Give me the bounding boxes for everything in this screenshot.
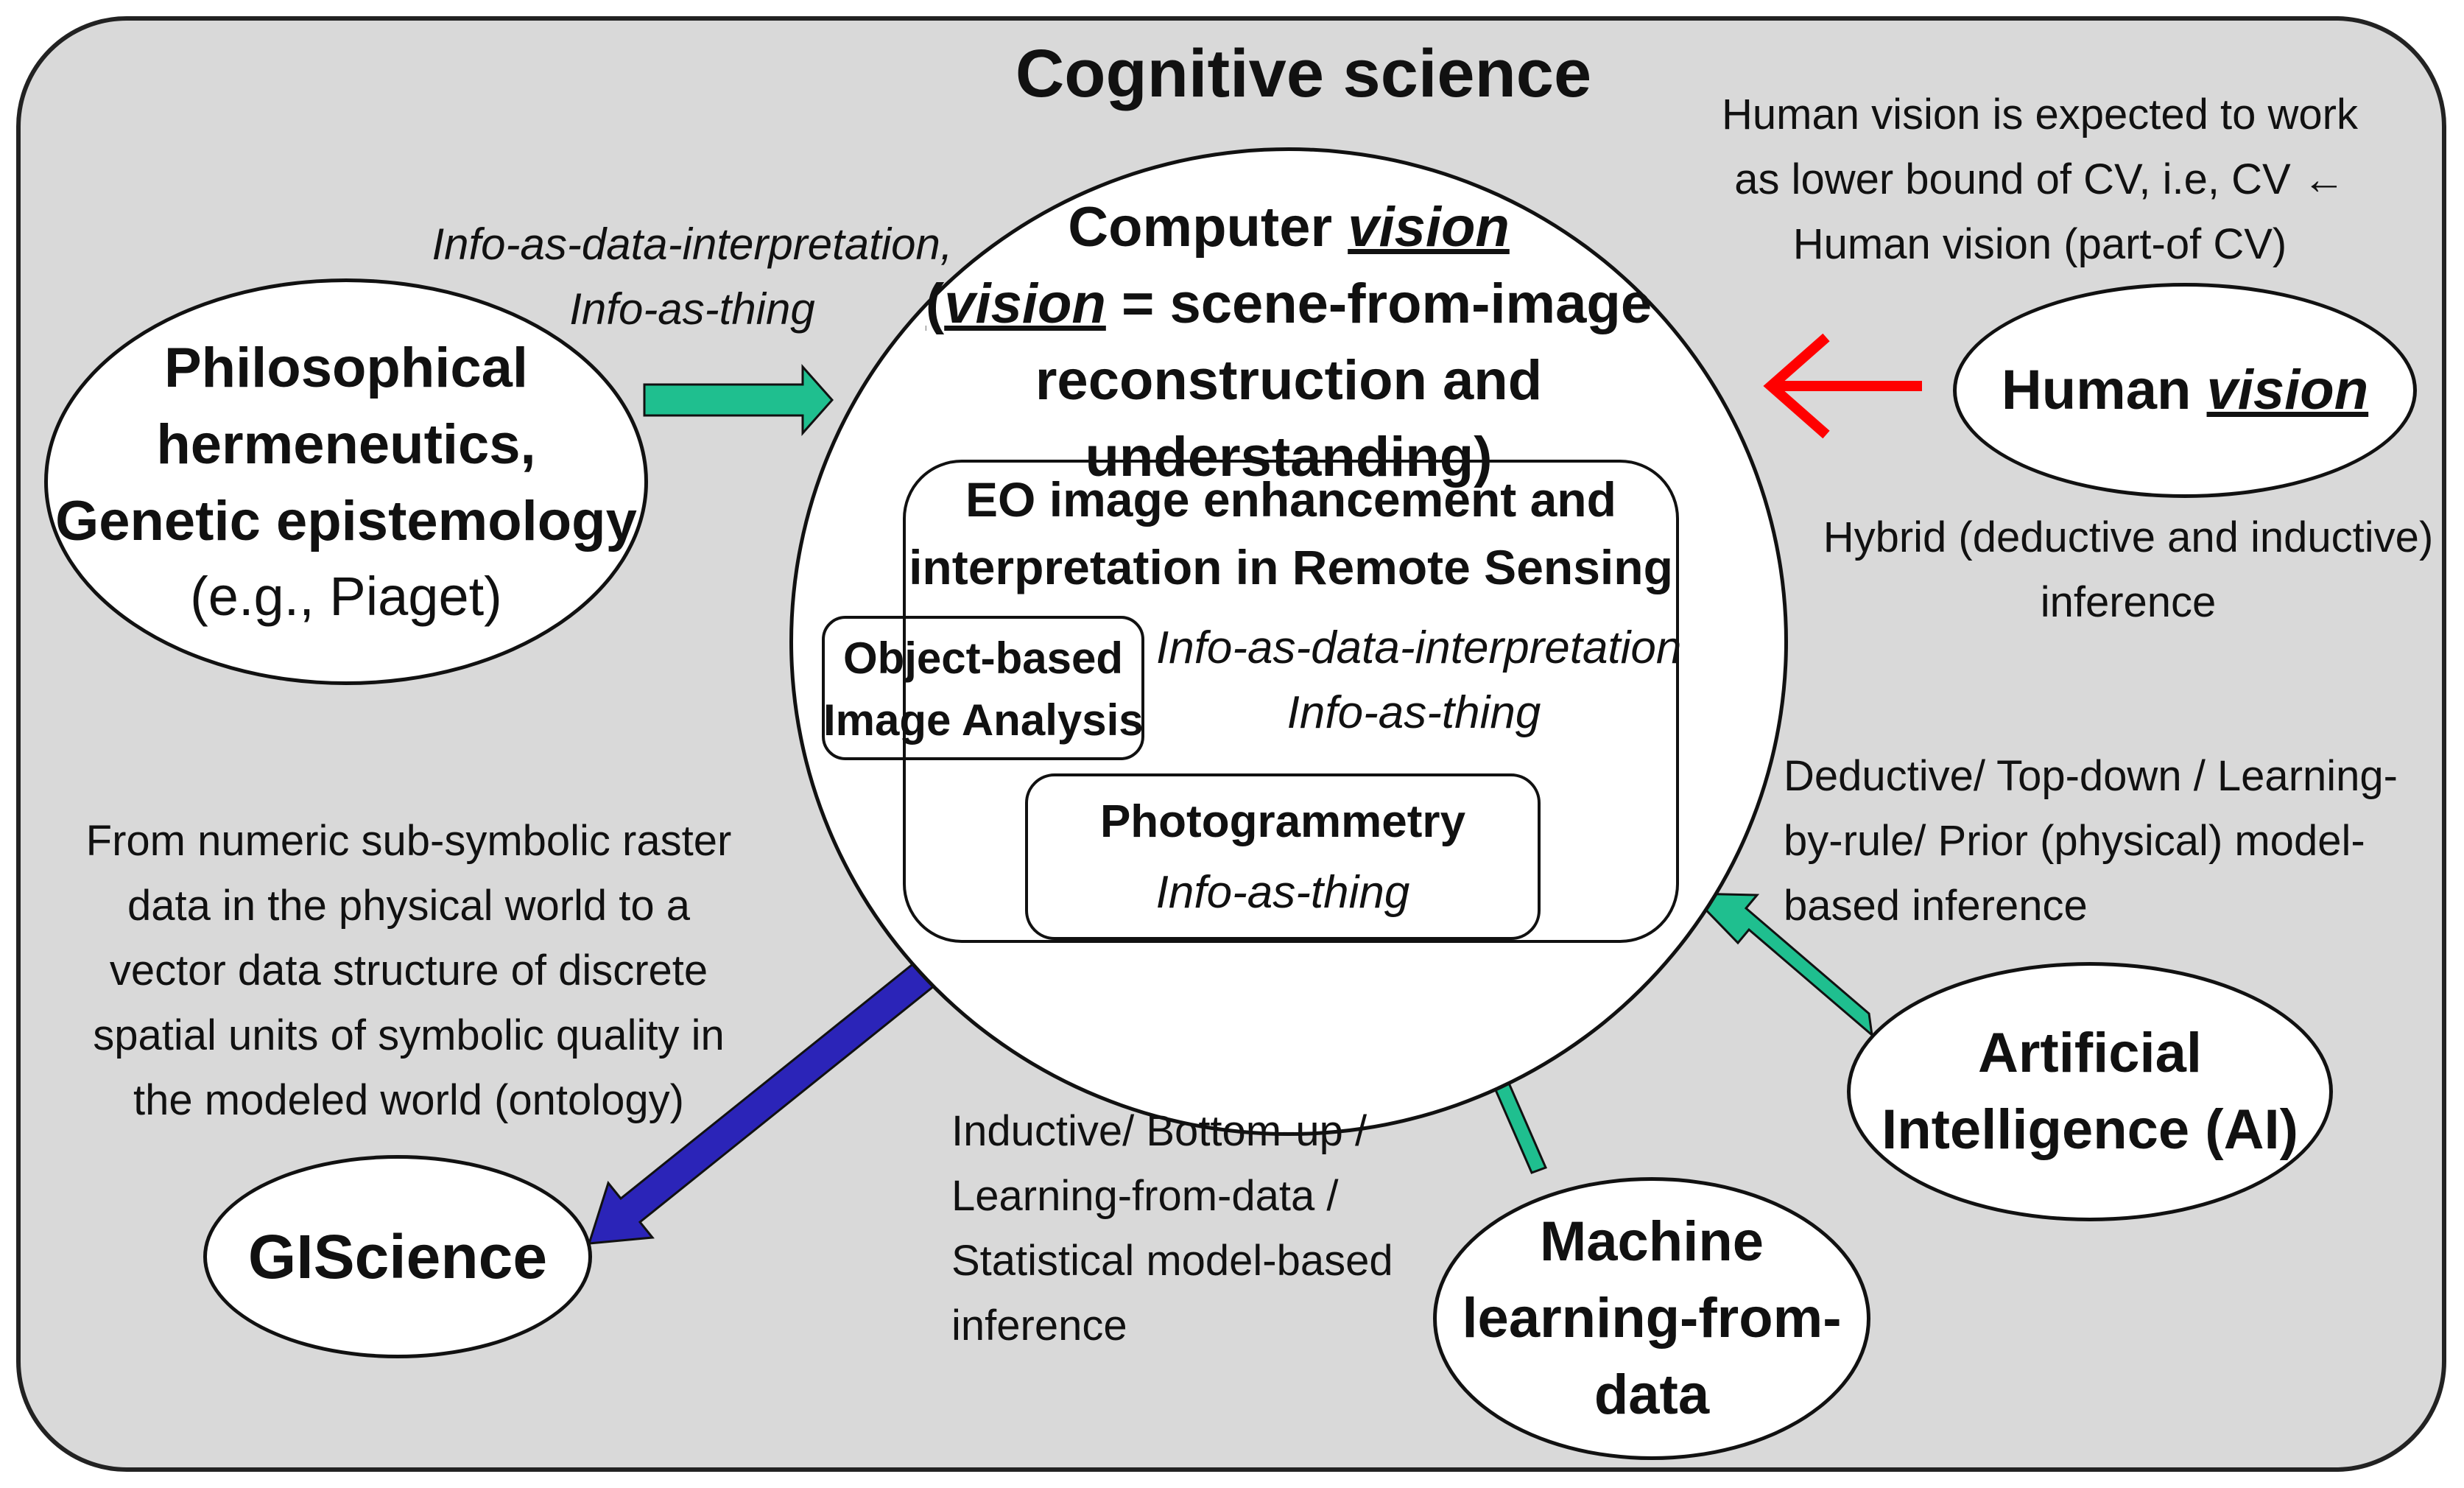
inductive-note-line2: Learning-from-data / bbox=[951, 1172, 1339, 1220]
gis-note-line5: the modeled world (ontology) bbox=[133, 1076, 684, 1124]
philosophy-oval: Philosophical hermeneutics, Genetic epis… bbox=[44, 278, 648, 685]
giscience-label: GIScience bbox=[247, 1222, 548, 1291]
cv-line1: Computer vision bbox=[1068, 189, 1510, 266]
arrow-ai-to-cv bbox=[1687, 892, 1874, 1038]
philosophy-line3: Genetic epistemology bbox=[55, 490, 637, 552]
human-vision-note-line3: Human vision (part-of CV) bbox=[1792, 220, 2287, 268]
cv-line2-rest: = scene-from-image bbox=[1105, 273, 1652, 335]
gis-note-line4: spatial units of symbolic quality in bbox=[93, 1011, 725, 1059]
ai-line1: Artificial bbox=[1977, 1022, 2203, 1084]
arrow-cv-to-giscience bbox=[587, 951, 948, 1245]
cv-line2-open: ( bbox=[925, 273, 945, 335]
eo-line1: EO image enhancement and bbox=[965, 472, 1616, 527]
deductive-note-line2: by-rule/ Prior (physical) model- bbox=[1784, 817, 2365, 865]
cv-line3: reconstruction and bbox=[1035, 349, 1543, 412]
cv-line2: (vision = scene-from-image bbox=[926, 266, 1652, 343]
human-vision-prefix: Human bbox=[2001, 359, 2207, 421]
gis-note: From numeric sub-symbolic raster data in… bbox=[52, 809, 766, 1133]
hybrid-note: Hybrid (deductive and inductive) inferen… bbox=[1797, 505, 2460, 635]
ml-oval: Machine learning-from- data bbox=[1433, 1177, 1870, 1460]
obia-line1: Object-based bbox=[842, 634, 1124, 683]
ai-line2: Intelligence (AI) bbox=[1882, 1098, 2298, 1161]
ml-line3: data bbox=[1594, 1364, 1710, 1426]
ml-line2: learning-from- bbox=[1462, 1287, 1842, 1350]
inductive-note-line4: inference bbox=[951, 1302, 1127, 1350]
inductive-note-line1: Inductive/ Bottom-up / bbox=[951, 1107, 1367, 1155]
ai-oval: Artificial Intelligence (AI) bbox=[1847, 962, 2333, 1221]
philosophy-arrow-note: Info-as-data-interpretation, Info-as-thi… bbox=[412, 212, 972, 342]
obia-box bbox=[822, 616, 1144, 760]
gis-note-line1: From numeric sub-symbolic raster bbox=[85, 817, 732, 865]
eo-remote-sensing-box bbox=[903, 460, 1679, 943]
gis-note-line2: data in the physical world to a bbox=[127, 882, 691, 930]
deductive-note-line1: Deductive/ Top-down / Learning- bbox=[1784, 752, 2398, 800]
photogrammetry-subtitle: Info-as-thing bbox=[1155, 867, 1410, 918]
eo-italic-notes: Info-as-data-interpretation Info-as-thin… bbox=[1156, 616, 1682, 745]
deductive-note: Deductive/ Top-down / Learning- by-rule/… bbox=[1784, 744, 2432, 938]
gis-note-line3: vector data structure of discrete bbox=[109, 947, 708, 994]
photogrammetry-title: Photogrammetry bbox=[1099, 796, 1466, 847]
inductive-note-line3: Statistical model-based bbox=[951, 1237, 1393, 1285]
deductive-note-line3: based inference bbox=[1784, 882, 2088, 930]
philosophy-arrow-note-line1: Info-as-data-interpretation, bbox=[432, 220, 953, 269]
human-vision-label: Human vision bbox=[2002, 352, 2368, 429]
obia-line2: Image Analysis bbox=[823, 695, 1144, 745]
eo-line2: interpretation in Remote Sensing bbox=[909, 540, 1673, 594]
giscience-oval: GIScience bbox=[203, 1155, 592, 1358]
human-vision-em: vision bbox=[2206, 359, 2369, 421]
eo-italic2: Info-as-thing bbox=[1286, 687, 1541, 738]
ml-line1: Machine bbox=[1539, 1210, 1764, 1273]
hybrid-note-line2: inference bbox=[2040, 578, 2217, 626]
arrow-philosophy-to-cv bbox=[643, 364, 834, 436]
cv-line4: understanding) bbox=[1085, 426, 1493, 488]
philosophy-line1: Philosophical bbox=[163, 337, 529, 399]
eo-italic1: Info-as-data-interpretation bbox=[1156, 622, 1682, 673]
inductive-note: Inductive/ Bottom-up / Learning-from-dat… bbox=[951, 1099, 1437, 1358]
philosophy-line4: (e.g., Piaget) bbox=[190, 566, 502, 627]
computer-vision-circle: Computer vision (vision = scene-from-ima… bbox=[789, 147, 1788, 1136]
arrow-human-vision-to-cv bbox=[1763, 333, 1922, 439]
photogrammetry-box bbox=[1025, 773, 1541, 940]
philosophy-arrow-note-line2: Info-as-thing bbox=[569, 284, 815, 334]
cv-line1-prefix: Computer bbox=[1068, 196, 1348, 259]
diagram-title: Cognitive science bbox=[1015, 36, 1592, 111]
human-vision-note: Human vision is expected to work as lowe… bbox=[1672, 83, 2408, 277]
cv-line2-em: vision bbox=[944, 273, 1106, 335]
obia-label: Object-based Image Analysis bbox=[823, 628, 1144, 751]
hybrid-note-line1: Hybrid (deductive and inductive) bbox=[1823, 513, 2434, 561]
photogrammetry-label: Photogrammetry Info-as-thing bbox=[1031, 787, 1535, 928]
human-vision-oval: Human vision bbox=[1953, 283, 2417, 498]
eo-title: EO image enhancement and interpretation … bbox=[906, 466, 1676, 601]
philosophy-line2: hermeneutics, bbox=[156, 413, 536, 476]
human-vision-note-line2: as lower bound of CV, i.e, CV ← bbox=[1734, 155, 2345, 203]
human-vision-note-line1: Human vision is expected to work bbox=[1722, 91, 2358, 138]
cv-line1-em: vision bbox=[1348, 196, 1510, 259]
